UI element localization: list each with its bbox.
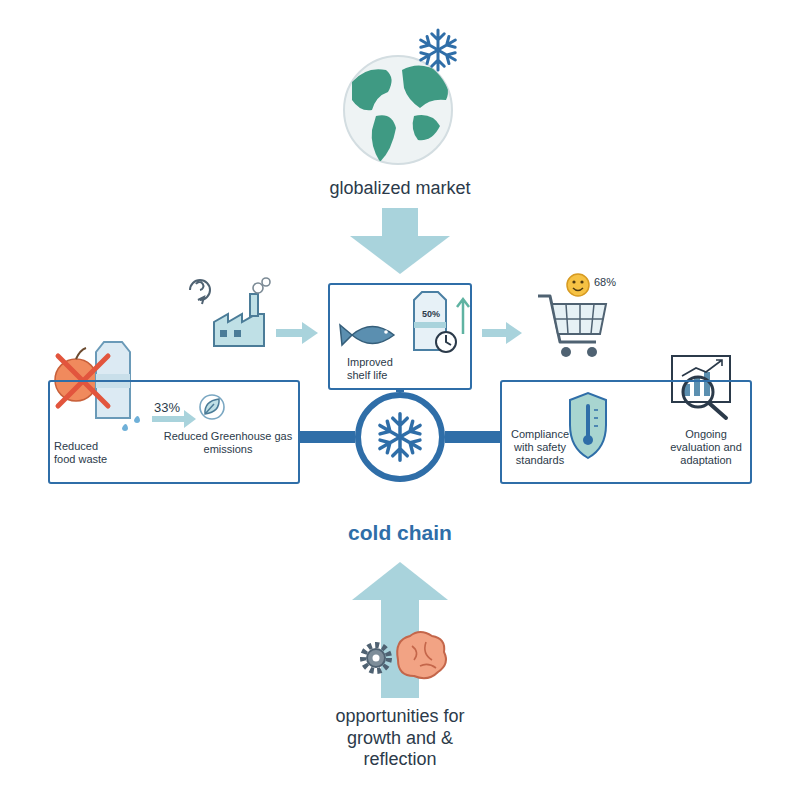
- food-waste-icons: [134, 416, 140, 423]
- safety-icons: [594, 410, 598, 426]
- factory-icon: [262, 278, 270, 286]
- food-waste-icons: [55, 342, 224, 431]
- circle-outline: [355, 392, 445, 482]
- evaluation-icons: [672, 356, 730, 418]
- shelf-life-icons: [384, 330, 388, 334]
- shelf-life-icons: [340, 292, 469, 352]
- input-label: globalized market: [290, 178, 510, 200]
- big-down-arrow: [350, 236, 450, 274]
- connector-bar: [300, 431, 355, 443]
- node-text: 50%: [414, 309, 448, 320]
- cart-icon: [567, 274, 589, 296]
- safety-icons: [570, 393, 606, 458]
- food-waste-icons: [76, 348, 86, 359]
- gear-brain-icon: [397, 632, 446, 678]
- node-text: 33%: [154, 400, 194, 416]
- input-label: opportunities for growth and & reflectio…: [310, 706, 490, 771]
- percent-label: 68%: [594, 276, 634, 289]
- node-text: Reduced Greenhouse gas emissions: [158, 430, 298, 456]
- cart-icon: [555, 304, 603, 334]
- cart-icon: [552, 304, 606, 334]
- big-up-arrow: [352, 562, 448, 698]
- factory-icon: [198, 297, 204, 304]
- flow-arrow: [276, 322, 522, 344]
- circle-outline: [358, 395, 442, 479]
- factory-icon: [190, 280, 210, 300]
- node-text: Compliance with safety standards: [508, 428, 572, 468]
- safety-icons: [583, 435, 593, 445]
- factory-icon: [234, 330, 241, 337]
- shelf-life-icons: [414, 322, 446, 328]
- big-up-arrow: [352, 562, 448, 600]
- factory-icon: [214, 314, 264, 346]
- globe-icon: [372, 115, 396, 162]
- evaluation-icons: [672, 356, 730, 402]
- food-waste-icons: [152, 416, 186, 422]
- benefit-panel: Compliance with safety standards Ongoing …: [500, 380, 752, 484]
- globe-icon: [344, 56, 452, 164]
- food-waste-icons: [200, 395, 224, 419]
- node-text: cold chain: [310, 520, 490, 545]
- gear-brain-icon: [412, 642, 436, 668]
- node-text: Reduced food waste: [54, 440, 116, 466]
- shelf-life-icons: [340, 325, 352, 345]
- big-down-arrow: [382, 208, 418, 238]
- shelf-life-icons: [446, 335, 451, 345]
- factory-icon: [190, 278, 270, 346]
- safety-icons: [570, 393, 606, 458]
- cart-icon: [573, 288, 583, 291]
- flow-arrow: [506, 322, 522, 344]
- cart-icon: [587, 347, 597, 357]
- flow-arrow: [276, 329, 304, 337]
- cart-icon: [572, 280, 575, 283]
- food-waste-icons: [205, 399, 219, 414]
- gear-brain-icon: [373, 655, 380, 662]
- cart-icon: [561, 347, 571, 357]
- gear-brain-icon: [367, 649, 385, 667]
- factory-icon: [253, 283, 263, 293]
- hub-circle: cold chain: [355, 392, 445, 482]
- factory-icon: [220, 330, 227, 337]
- food-waste-icons: [122, 424, 128, 431]
- connector-bar: [396, 390, 404, 392]
- shelf-life-icons: [457, 299, 469, 334]
- flow-arrow: [302, 322, 318, 344]
- globe-icon: [402, 65, 448, 108]
- globe-icon: [413, 115, 440, 140]
- food-waste-icons: [184, 410, 196, 428]
- benefit-panel: Reduced food waste 33% Reduced Greenhouse …: [48, 380, 300, 484]
- flow-arrow: [482, 329, 508, 337]
- shelf-life-icons: [352, 327, 394, 344]
- cart-icon: [580, 280, 583, 283]
- snowflake-symbol: [376, 414, 423, 460]
- big-down-arrow: [350, 208, 450, 274]
- factory-icon: [250, 294, 258, 316]
- globe-icon: [352, 69, 392, 110]
- safety-icons: [586, 406, 590, 436]
- evaluation-icons: [682, 360, 722, 376]
- node-text: Ongoing evaluation and adaptation: [666, 428, 746, 468]
- globe-icon: [352, 65, 448, 162]
- globe-icon: [344, 30, 458, 164]
- globe-icon: [418, 30, 459, 70]
- node-text: Improved shelf life: [347, 356, 411, 382]
- gear-brain-icon: [363, 632, 446, 678]
- evaluation-icons: [709, 403, 726, 418]
- connector-bar: [445, 431, 500, 443]
- process-box: 50% Improved shelf life: [328, 283, 472, 390]
- gear-brain-icon: [363, 645, 389, 671]
- shelf-life-icons: [436, 332, 456, 352]
